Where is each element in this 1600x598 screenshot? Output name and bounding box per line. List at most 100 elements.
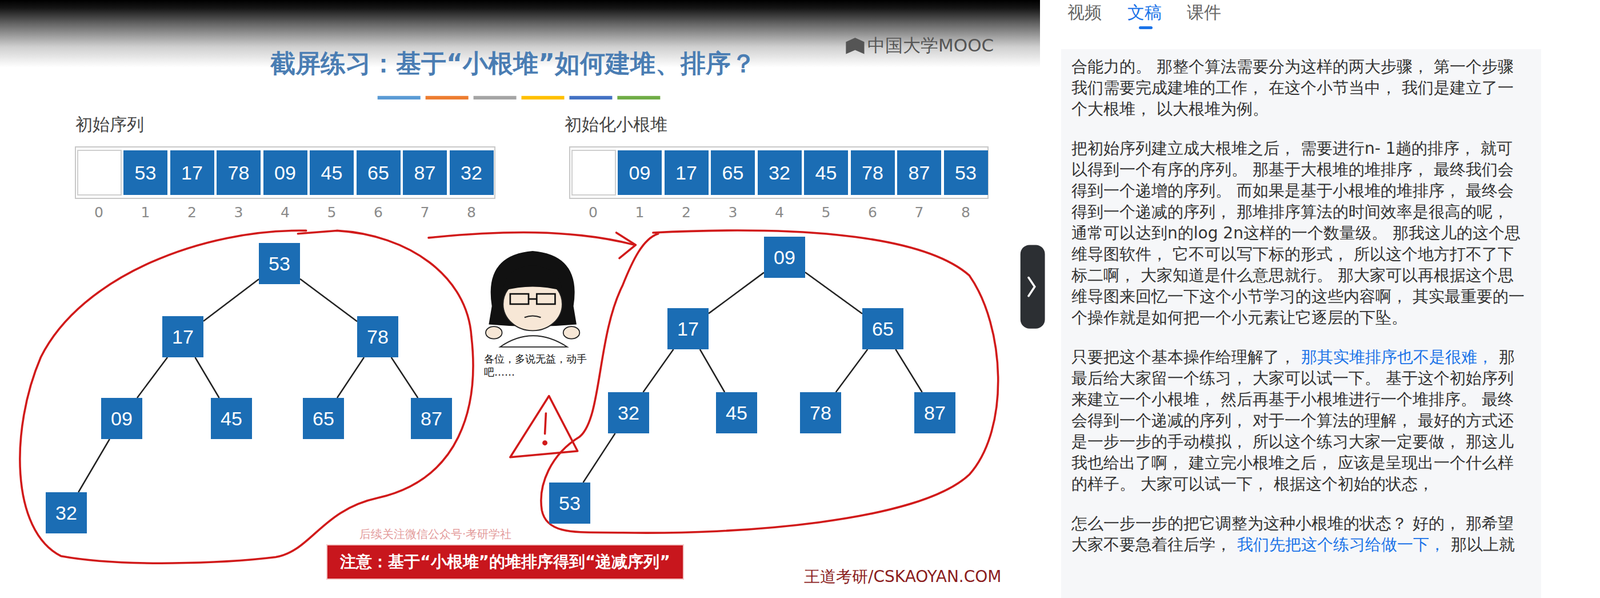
tree-edge	[805, 272, 863, 314]
array-cell: 45	[309, 150, 354, 195]
array-cell: 45	[804, 150, 848, 195]
heap-node: 32	[608, 392, 650, 434]
note-box: 注意：基于“小根堆”的堆排序得到“递减序列”	[326, 544, 684, 580]
index-number: 0	[588, 204, 598, 222]
transcript-text: 合能力的。 那整个算法需要分为这样的两大步骤， 第一个步骤我们需要完成建堆的工作…	[1071, 56, 1529, 574]
index-number: 4	[774, 204, 784, 222]
node-text: 17	[181, 161, 203, 184]
index-number: 4	[280, 204, 290, 222]
tree-edge	[836, 349, 868, 392]
node-text: 09	[629, 161, 651, 184]
node-text: 78	[861, 161, 884, 184]
node-text: 32	[617, 401, 640, 424]
transcript-text: 把初始序列建立成大根堆之后， 需要进行n- 1趟的排序， 就可以得到一个有序的序…	[1071, 138, 1525, 327]
heap-node: 65	[862, 308, 904, 350]
heap-node: 17	[162, 316, 204, 358]
heap-node: 53	[549, 482, 591, 524]
tree-edge	[203, 278, 259, 321]
array-frame	[75, 146, 495, 199]
array-cell: 87	[897, 150, 942, 195]
array-frame	[569, 146, 988, 199]
index-number: 5	[821, 204, 831, 222]
heap-node: 78	[800, 392, 842, 434]
node-text: 78	[366, 325, 389, 348]
tree-edge	[391, 357, 419, 398]
tab-label: 课件	[1186, 2, 1222, 23]
node-text: 32	[55, 501, 78, 524]
node-text: 09	[274, 161, 296, 184]
transcript-text: 合能力的。 那整个算法需要分为这样的两大步骤， 第一个步骤我们需要完成建堆的工作…	[1071, 57, 1514, 119]
heap-node: 45	[210, 397, 252, 439]
tree-edge	[300, 278, 358, 322]
logo-text: 中国大学MOOC	[867, 34, 994, 56]
node-text: 32	[460, 161, 483, 184]
index-number: 0	[94, 204, 104, 222]
tab-label: 文稿	[1127, 2, 1162, 23]
node-text: 53	[268, 252, 291, 275]
node-text: 87	[420, 407, 443, 430]
index-number: 1	[141, 204, 151, 222]
transcript-paragraph: 把初始序列建立成大根堆之后， 需要进行n- 1趟的排序， 就可以得到一个有序的序…	[1071, 137, 1529, 328]
array-cell: 53	[944, 150, 988, 195]
empty-cell	[572, 150, 616, 195]
index-number: 7	[914, 204, 924, 222]
array-cell: 78	[216, 150, 261, 195]
array-cell: 09	[617, 150, 662, 195]
node-text: 87	[908, 161, 931, 184]
node-text: 09	[110, 407, 133, 430]
tree-edge	[642, 349, 674, 392]
node-text: 65	[872, 317, 894, 340]
transcript-text: 那以上就	[1450, 534, 1515, 554]
index-number: 5	[327, 204, 337, 222]
index-number: 8	[466, 204, 476, 222]
node-text: 45	[815, 161, 838, 184]
node-text: 78	[228, 161, 250, 184]
node-text: 87	[414, 161, 436, 184]
section-label: 初始序列	[75, 114, 144, 135]
index-number: 8	[961, 204, 971, 222]
index-number: 6	[868, 204, 878, 222]
array-cell: 09	[263, 150, 308, 195]
index-number: 2	[187, 204, 197, 222]
heap-node: 87	[914, 392, 956, 434]
tree-edge	[895, 349, 922, 392]
side-toggle-tab	[1020, 244, 1046, 328]
tree-edge	[708, 272, 764, 314]
transcript-text: 那最后给大家留一个练习， 大家可以试一下。 基于这个初始序列来建立一个小根堆， …	[1071, 347, 1515, 494]
array-cell: 78	[850, 150, 895, 195]
transcript-paragraph: 合能力的。 那整个算法需要分为这样的两大步骤， 第一个步骤我们需要完成建堆的工作…	[1071, 56, 1529, 120]
index-number: 6	[373, 204, 383, 222]
array-cell: 32	[449, 150, 494, 195]
node-text: 53	[134, 161, 157, 184]
brand-text: 王道考研/CSKAOYAN.COM	[804, 566, 1002, 587]
node-text: 87	[924, 401, 946, 424]
index-number: 7	[420, 204, 430, 222]
index-number: 3	[728, 204, 738, 222]
node-text: 32	[768, 161, 791, 184]
heap-node: 65	[302, 397, 344, 439]
slide-title: 截屏练习：基于“小根堆”如何建堆、排序？	[270, 48, 756, 79]
heap-node: 09	[101, 397, 143, 439]
hand-drawn-marks	[20, 230, 999, 563]
node-text: 45	[220, 407, 243, 430]
node-text: 53	[558, 492, 581, 515]
array-cell: 87	[402, 150, 447, 195]
index-number: 3	[234, 204, 244, 222]
heap-node: 87	[410, 397, 452, 439]
watermark: 后续关注微信公众号·考研学社	[359, 526, 512, 541]
tree-edge	[700, 349, 725, 392]
array-cell: 53	[123, 150, 168, 195]
highlight-text: 我们先把这个练习给做一下，	[1237, 534, 1446, 554]
array-cell: 65	[710, 150, 755, 195]
index-number: 2	[681, 204, 691, 222]
node-text: 17	[677, 317, 699, 340]
index-number: 1	[635, 204, 645, 222]
meme-caption: 各位，多说无益，动手吧……	[484, 352, 593, 379]
transcript-paragraph: 怎么一步一步的把它调整为这种小根堆的状态？ 好的， 那希望大家不要急着往后学，我…	[1071, 512, 1529, 555]
heap-node: 53	[258, 242, 300, 284]
tab-underline	[1138, 26, 1153, 30]
meme-figure	[485, 250, 580, 347]
tree-edge	[78, 438, 110, 492]
tree-edge	[337, 357, 364, 398]
color-bar	[377, 96, 661, 100]
